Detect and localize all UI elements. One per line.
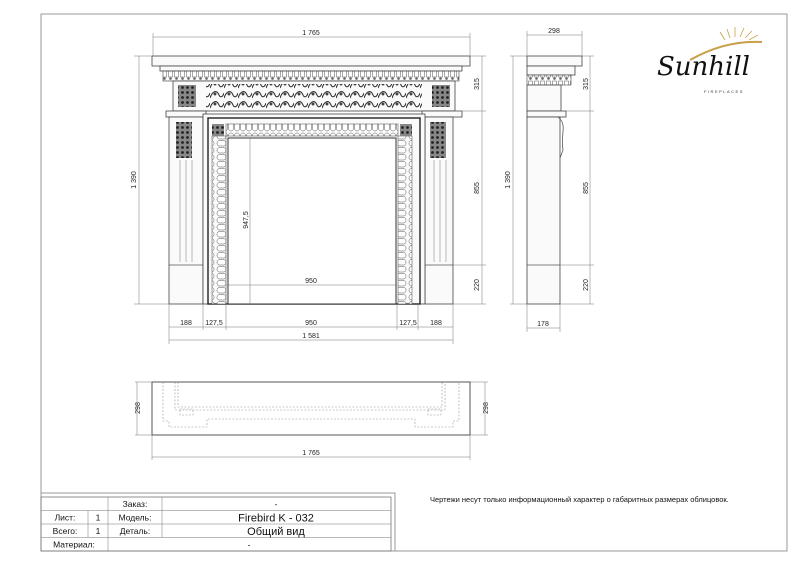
dim-side-base-depth: 178 bbox=[537, 321, 549, 328]
dim-plan-width: 1 765 bbox=[302, 450, 320, 457]
dim-base-section: 220 bbox=[474, 279, 481, 291]
dim-left-surround: 127,5 bbox=[205, 320, 223, 327]
left-flute-band bbox=[211, 135, 227, 305]
dim-side-middle-section: 855 bbox=[583, 182, 590, 194]
side-capital bbox=[526, 110, 567, 118]
front-cornice-band bbox=[159, 65, 463, 72]
model-label: Модель: bbox=[119, 513, 152, 523]
dim-side-top-section: 315 bbox=[583, 78, 590, 90]
side-frieze bbox=[526, 84, 562, 112]
right-capital bbox=[421, 110, 463, 118]
title-block-frame bbox=[41, 492, 396, 551]
dim-plan-depth-right: 298 bbox=[483, 402, 490, 414]
dim-height-total: 1 390 bbox=[131, 171, 138, 189]
dim-base-width: 1 581 bbox=[302, 333, 320, 340]
disclaimer-note: Чертежи несут только информационный хара… bbox=[430, 495, 729, 504]
detail-label: Деталь: bbox=[120, 526, 150, 536]
right-pilaster-carving bbox=[430, 122, 446, 158]
dim-opening-width: 950 bbox=[305, 278, 317, 285]
order-value: - bbox=[275, 499, 278, 509]
left-capital bbox=[165, 110, 207, 118]
title-block: Заказ: - Лист: 1 Модель: Firebird K - 03… bbox=[40, 496, 392, 552]
right-capital-ornament bbox=[432, 85, 450, 107]
detail-value: Общий вид bbox=[247, 526, 305, 538]
front-cornice bbox=[151, 55, 471, 67]
dim-side-top-depth: 298 bbox=[548, 28, 560, 35]
top-flute-band bbox=[225, 123, 399, 137]
dim-left-pilaster: 188 bbox=[180, 320, 192, 327]
material-value: - bbox=[248, 540, 251, 550]
dim-right-surround: 127,5 bbox=[399, 320, 417, 327]
plan-outline bbox=[151, 381, 471, 436]
order-label: Заказ: bbox=[123, 499, 148, 509]
left-pilaster-carving bbox=[176, 122, 192, 158]
dim-right-pilaster: 188 bbox=[430, 320, 442, 327]
model-value: Firebird K - 032 bbox=[238, 513, 314, 525]
material-label: Материал: bbox=[53, 540, 95, 550]
left-capital-ornament bbox=[178, 85, 196, 107]
sheet-label: Лист: bbox=[55, 513, 76, 523]
plan-view: 298 298 1 765 bbox=[135, 381, 490, 460]
right-flute-band bbox=[397, 135, 413, 305]
side-dentils bbox=[526, 74, 572, 86]
frieze-ornament bbox=[206, 84, 422, 109]
logo-sub-text: FIREPLACES bbox=[704, 89, 744, 94]
dentil-row bbox=[162, 70, 460, 82]
side-body bbox=[526, 116, 561, 305]
front-view: 1 765 1 390 315 855 220 947,5 950 188 12… bbox=[131, 30, 486, 344]
side-cornice bbox=[526, 55, 583, 67]
dim-side-base-section: 220 bbox=[583, 279, 590, 291]
side-bracket bbox=[557, 116, 564, 159]
firebox-opening bbox=[227, 137, 397, 305]
sheet-frame bbox=[40, 13, 788, 552]
side-cornice-band bbox=[526, 65, 576, 76]
total-label: Всего: bbox=[53, 526, 78, 536]
dim-side-height: 1 390 bbox=[505, 171, 512, 189]
dim-top-section: 315 bbox=[474, 78, 481, 90]
sunhill-logo: Sunhill FIREPLACES bbox=[657, 27, 763, 94]
dim-opening-height: 947,5 bbox=[243, 211, 250, 229]
total-value: 1 bbox=[96, 526, 101, 536]
logo-brand-text: Sunhill bbox=[657, 52, 750, 82]
dim-opening-bottom: 950 bbox=[305, 320, 317, 327]
dim-plan-depth-left: 298 bbox=[135, 402, 142, 414]
dim-overall-width: 1 765 bbox=[302, 30, 320, 37]
side-view: 298 1 390 315 855 220 178 bbox=[505, 28, 594, 332]
dim-middle-section: 855 bbox=[474, 182, 481, 194]
sheet-value: 1 bbox=[96, 513, 101, 523]
